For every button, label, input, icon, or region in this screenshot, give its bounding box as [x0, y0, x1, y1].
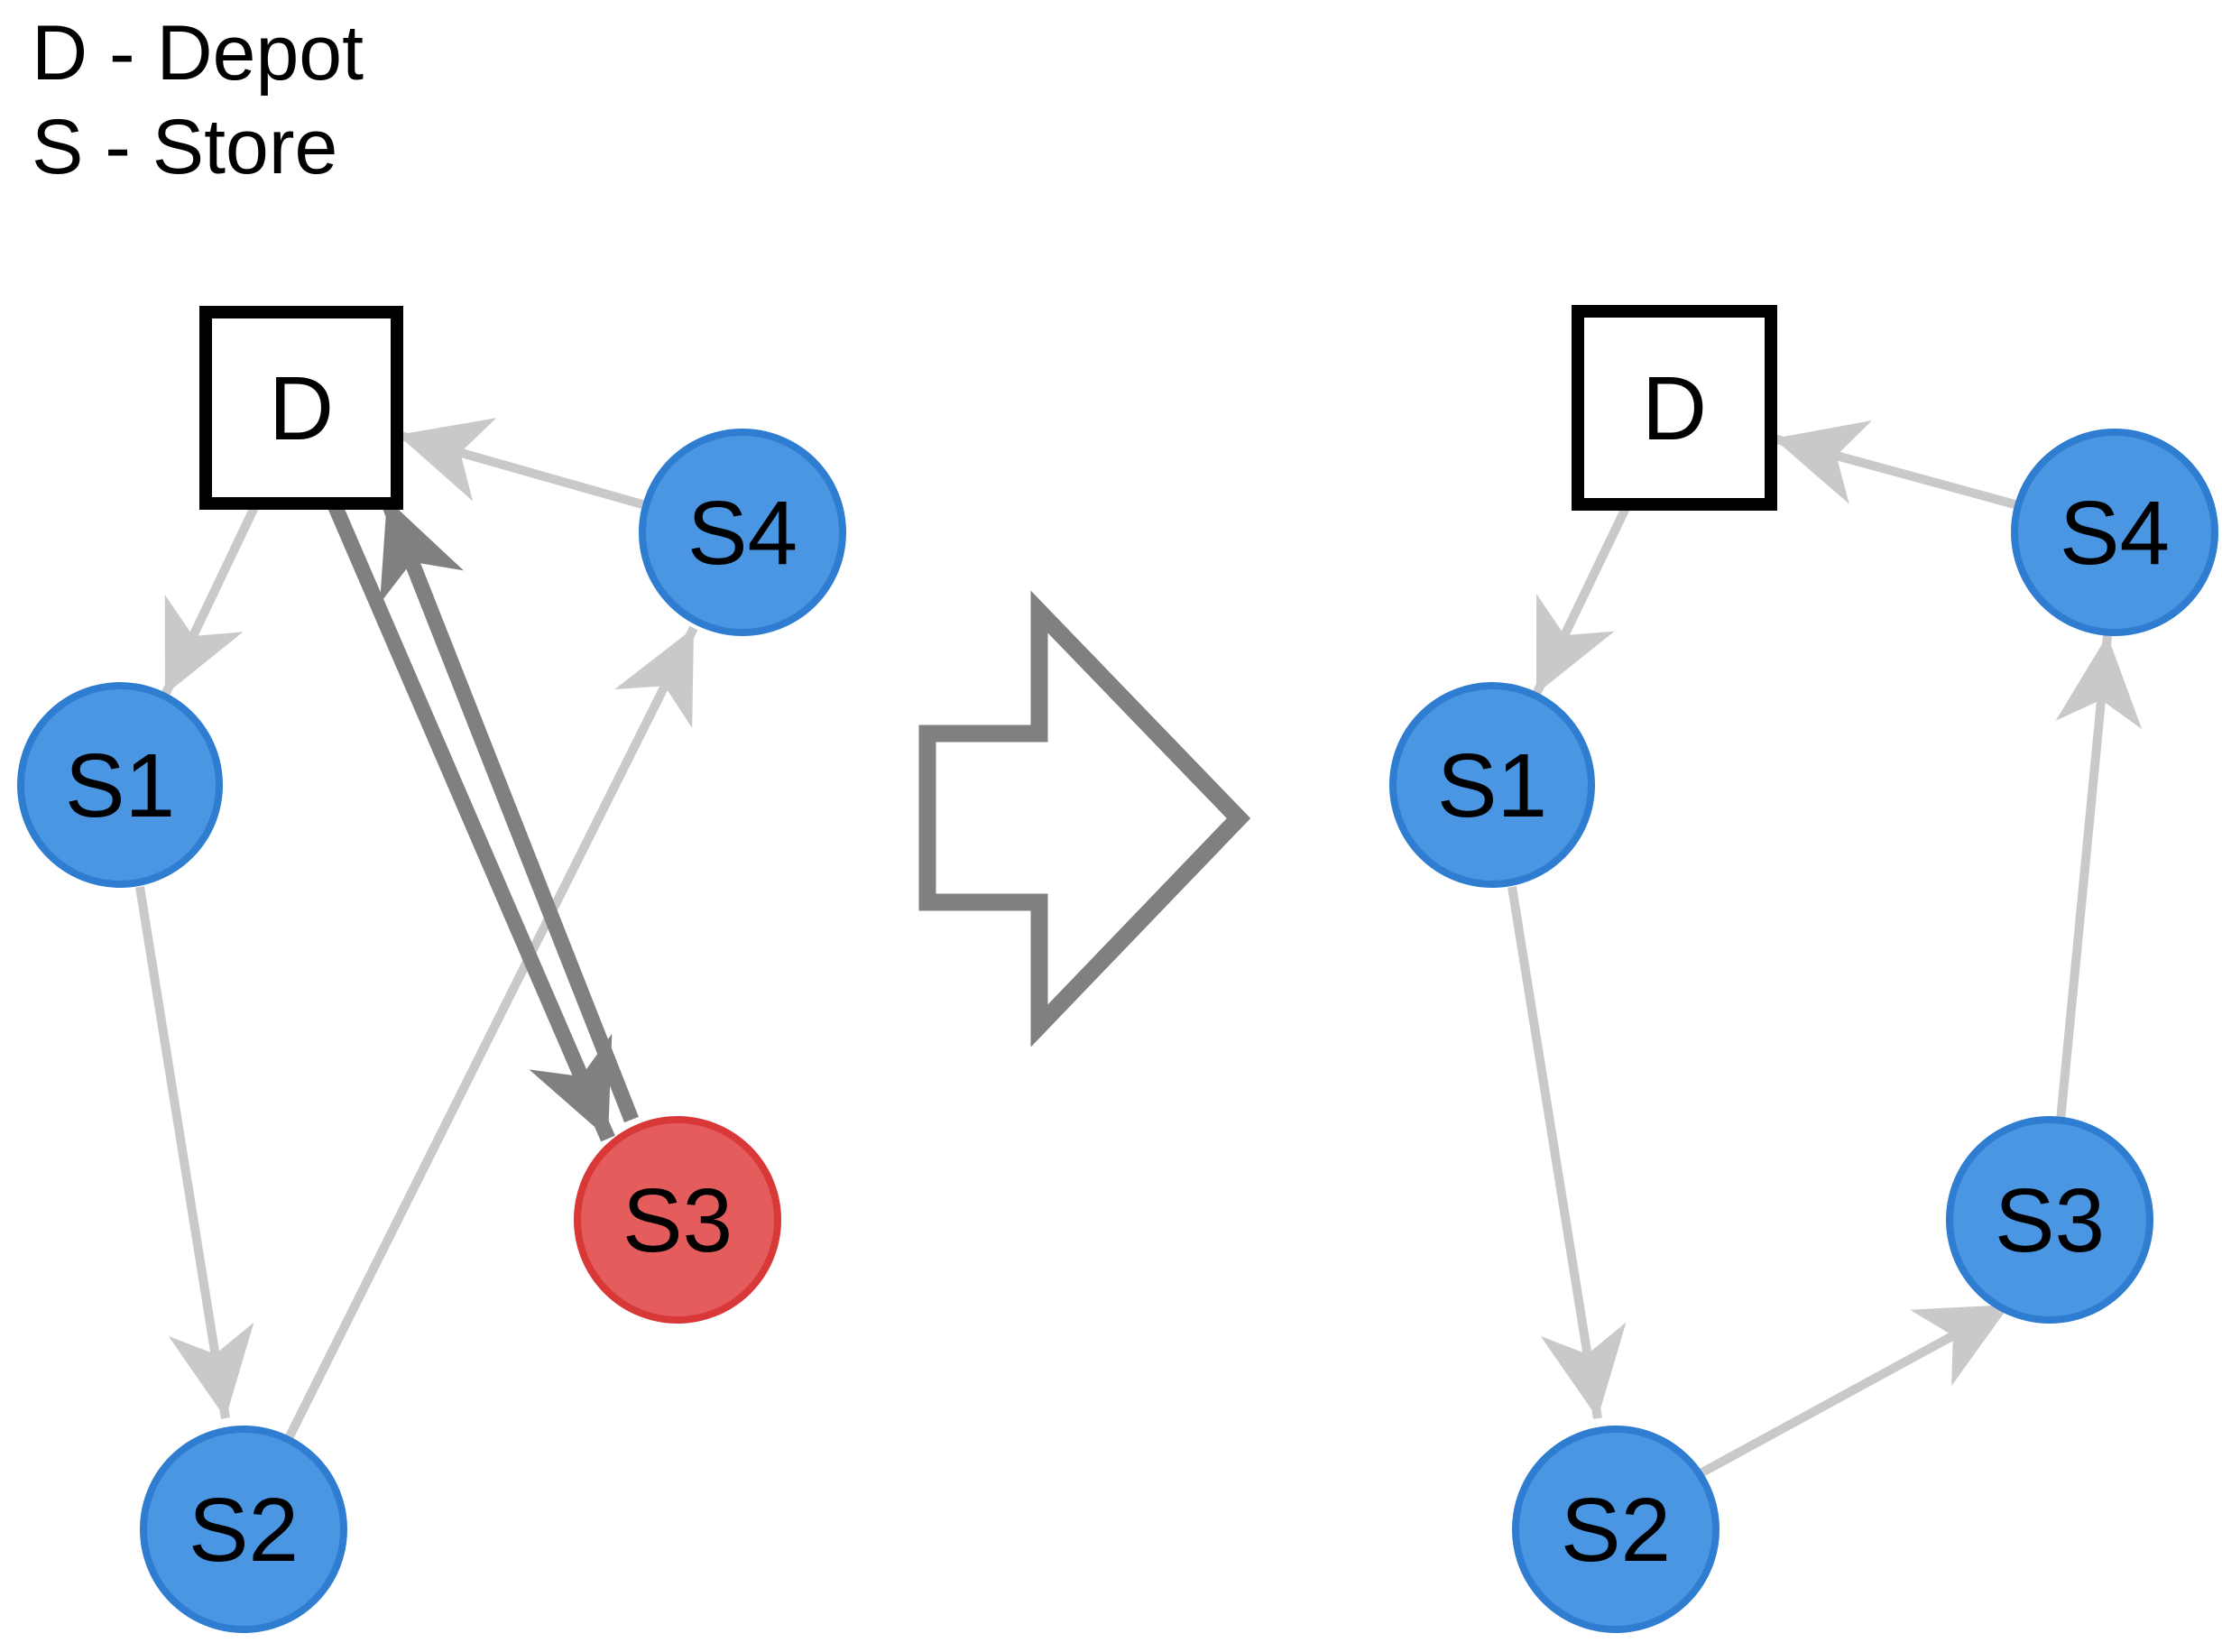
edge-S2-to-S3-after — [1698, 1300, 2013, 1478]
node-S4-before — [639, 429, 846, 636]
edge-D-to-S1-after — [1532, 502, 1632, 697]
legend-store-label: S - Store — [32, 104, 337, 190]
node-label-D-before: D — [269, 358, 334, 459]
node-label-S2-after: S2 — [1561, 1480, 1671, 1581]
node-label-S2-before: S2 — [189, 1480, 299, 1581]
edge-S2-to-S4-before — [285, 625, 698, 1439]
node-label-D-after: D — [1642, 358, 1707, 459]
node-S3-after — [1946, 1116, 2153, 1324]
node-S4-after — [2011, 429, 2218, 636]
edge-S3-to-S4-after — [2055, 634, 2143, 1121]
transform-arrow-icon — [918, 590, 1251, 1047]
node-S1-after — [1389, 682, 1595, 888]
node-label-S3-before: S3 — [622, 1170, 733, 1271]
node-label-S3-after: S3 — [1995, 1170, 2105, 1271]
edge-S3-to-D-before — [379, 495, 639, 1123]
edge-S4-to-D-after — [1772, 420, 2020, 510]
node-label-S4-before: S4 — [687, 483, 798, 584]
node-label-S4-after: S4 — [2060, 483, 2170, 584]
node-S2-before — [140, 1426, 347, 1633]
node-label-S1-after: S1 — [1437, 735, 1547, 836]
edge-D-to-S1-before — [161, 499, 262, 697]
edge-S4-to-D-before — [396, 418, 644, 509]
node-S1-before — [17, 682, 223, 888]
node-S2-after — [1512, 1426, 1720, 1633]
edge-S1-to-S2-after — [1507, 886, 1627, 1419]
node-label-S1-before: S1 — [65, 735, 175, 836]
node-depot-after — [1572, 305, 1777, 511]
edge-D-to-S3-before — [327, 502, 615, 1142]
edge-S1-to-S2-before — [135, 886, 254, 1419]
node-S3-before — [574, 1116, 781, 1324]
legend-depot-label: D - Depot — [32, 10, 364, 97]
legend: D - Depot S - Store — [32, 10, 364, 190]
node-depot-before — [199, 306, 403, 510]
